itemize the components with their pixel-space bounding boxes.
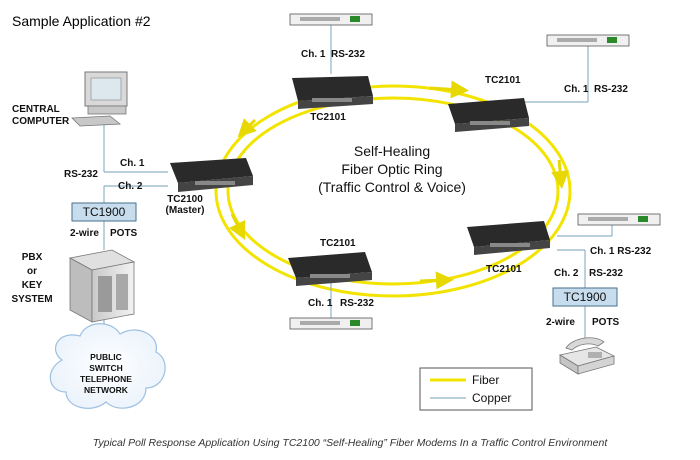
- link-label-master-rs232: RS-232: [64, 169, 98, 180]
- node-label-top: TC2101: [310, 112, 346, 123]
- link-label-lower-right-ch1: Ch. 1 RS-232: [590, 246, 652, 257]
- link-label-lower-right-ch2: Ch. 2: [554, 268, 579, 279]
- pbx-line2: or: [27, 266, 37, 277]
- tc1900-left-label: TC1900: [83, 205, 126, 219]
- tc1900-left: TC1900: [71, 202, 137, 222]
- tc1900-right-label: TC1900: [564, 290, 607, 304]
- ring-title-line1: Self-Healing: [354, 143, 430, 159]
- link-label-master-ch1: Ch. 1: [120, 158, 145, 169]
- rack-device-lower-right: [577, 213, 661, 226]
- ring-arrow-left-top: [237, 118, 257, 138]
- modem-bottom: [288, 252, 372, 286]
- legend-copper-label: Copper: [472, 391, 511, 405]
- ring-arrow-left: [228, 213, 246, 241]
- ring-title-line3: (Traffic Control & Voice): [318, 179, 466, 195]
- pbx-line4: SYSTEM: [11, 294, 52, 305]
- link-label-bottom-ch1: Ch. 1: [308, 298, 333, 309]
- modem-right: [448, 98, 529, 132]
- pbx-line1: PBX: [22, 252, 43, 263]
- ring-arrow-bottom: [419, 271, 454, 290]
- link-label-left-2wire: 2-wire: [70, 228, 99, 239]
- page-title: Sample Application #2: [12, 13, 151, 29]
- link-label-master-ch2: Ch. 2: [118, 181, 143, 192]
- fiber-ring: [214, 80, 572, 298]
- ring-arrow-top: [429, 80, 469, 99]
- master-role-label: (Master): [166, 205, 205, 216]
- node-label-lower-right: TC2101: [486, 264, 522, 275]
- ring-title-line2: Fiber Optic Ring: [341, 161, 442, 177]
- link-label-left-pots: POTS: [110, 228, 138, 239]
- figure-caption: Typical Poll Response Application Using …: [93, 437, 609, 449]
- ring-arrow-right: [551, 159, 570, 189]
- pstn-line2: SWITCH: [89, 363, 123, 373]
- tc1900-right: TC1900: [552, 287, 618, 307]
- central-computer-line2: COMPUTER: [12, 116, 70, 127]
- pstn-line4: NETWORK: [84, 385, 129, 395]
- central-computer-icon: [71, 71, 128, 127]
- node-label-bottom: TC2101: [320, 238, 356, 249]
- pstn-line3: TELEPHONE: [80, 374, 132, 384]
- rack-device-top: [289, 13, 373, 26]
- pbx-line3: KEY: [22, 280, 43, 291]
- link-label-right-pots: POTS: [592, 317, 620, 328]
- link-label-right-top: Ch. 1 RS-232: [564, 84, 628, 95]
- rack-device-bottom: [289, 317, 373, 330]
- modem-top: [292, 76, 373, 109]
- rack-device-right-top: [546, 34, 630, 47]
- legend: Fiber Copper: [419, 367, 533, 411]
- modem-lower-right: [467, 221, 550, 255]
- central-computer-line1: CENTRAL: [12, 104, 60, 115]
- link-label-top: Ch. 1 RS-232: [301, 49, 365, 60]
- legend-fiber-label: Fiber: [472, 373, 499, 387]
- copper-lines: [103, 24, 613, 340]
- modem-master: [170, 158, 253, 192]
- pbx-icon: [68, 249, 136, 323]
- pstn-line1: PUBLIC: [90, 352, 122, 362]
- telephone-icon: [558, 337, 616, 375]
- node-label-right: TC2101: [485, 75, 521, 86]
- link-label-bottom-rs232: RS-232: [340, 298, 374, 309]
- pstn-cloud: [49, 323, 166, 409]
- link-label-lower-right-rs232: RS-232: [589, 268, 623, 279]
- link-label-right-2wire: 2-wire: [546, 317, 575, 328]
- master-model-label: TC2100: [167, 194, 203, 205]
